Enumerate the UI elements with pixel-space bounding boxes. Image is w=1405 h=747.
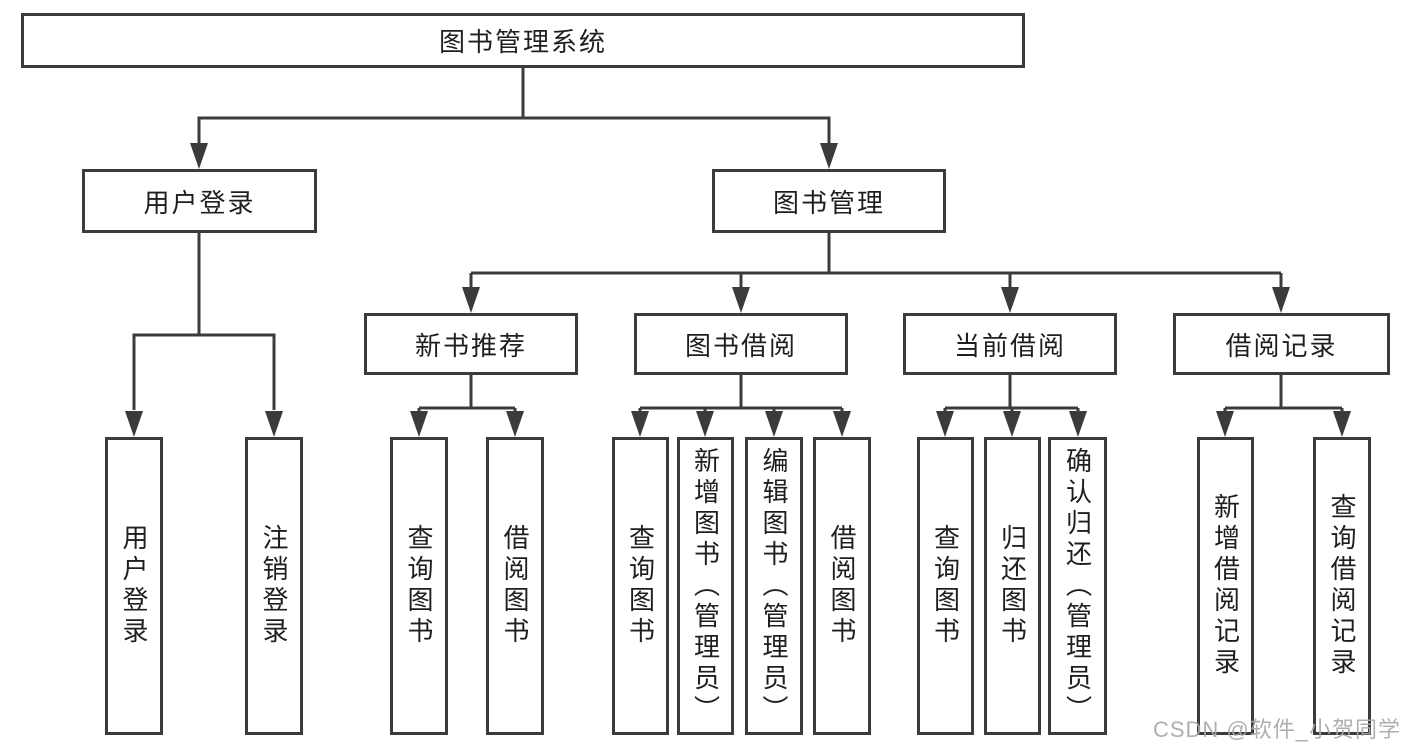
leaf-query-books-current: 查询图书 (917, 437, 974, 735)
arrow-down-icon (1001, 287, 1019, 313)
connector-user-login (132, 233, 276, 410)
arrow-down-icon (1069, 411, 1087, 437)
node-root-system: 图书管理系统 (21, 13, 1025, 68)
connector-book-management (469, 233, 1283, 289)
arrow-down-icon (1003, 411, 1021, 437)
leaf-return-books: 归还图书 (984, 437, 1041, 735)
arrow-down-icon (410, 411, 428, 437)
connector-lines (132, 67, 1344, 413)
leaf-add-borrow-record: 新增借阅记录 (1197, 437, 1254, 735)
leaf-query-borrow-record: 查询借阅记录 (1313, 437, 1371, 735)
connector-current-borrow (943, 375, 1080, 413)
arrow-down-icon (820, 143, 838, 169)
leaf-borrow-books: 借阅图书 (813, 437, 871, 735)
leaf-borrow-books-recommend: 借阅图书 (486, 437, 544, 735)
arrowhead-icons (125, 143, 1351, 437)
arrow-down-icon (936, 411, 954, 437)
leaf-edit-books-admin: 编辑图书（管理员） (745, 437, 803, 735)
arrow-down-icon (265, 411, 283, 437)
arrow-down-icon (506, 411, 524, 437)
leaf-query-books: 查询图书 (612, 437, 669, 735)
arrow-down-icon (190, 143, 208, 169)
node-new-book-recommend: 新书推荐 (364, 313, 578, 375)
leaf-add-books-admin: 新增图书（管理员） (677, 437, 734, 735)
arrow-down-icon (1333, 411, 1351, 437)
leaf-query-books-recommend: 查询图书 (390, 437, 448, 735)
arrow-down-icon (462, 287, 480, 313)
arrow-down-icon (765, 411, 783, 437)
watermark-text: CSDN @软件_小贺同学 (1152, 717, 1401, 742)
arrow-down-icon (1216, 411, 1234, 437)
arrow-down-icon (1272, 287, 1290, 313)
leaf-user-login: 用户登录 (105, 437, 163, 735)
connector-root (197, 67, 831, 147)
arrow-down-icon (631, 411, 649, 437)
arrow-down-icon (125, 411, 143, 437)
connector-new-book (417, 375, 517, 413)
connector-borrow-records (1223, 375, 1344, 413)
node-book-borrow: 图书借阅 (634, 313, 848, 375)
node-borrow-records: 借阅记录 (1173, 313, 1390, 375)
arrow-down-icon (833, 411, 851, 437)
node-user-login: 用户登录 (82, 169, 317, 233)
node-book-management: 图书管理 (712, 169, 946, 233)
connector-book-borrow (638, 375, 844, 413)
arrow-down-icon (732, 287, 750, 313)
arrow-down-icon (696, 411, 714, 437)
node-current-borrow: 当前借阅 (903, 313, 1117, 375)
leaf-confirm-return-admin: 确认归还（管理员） (1048, 437, 1107, 735)
leaf-logout: 注销登录 (245, 437, 303, 735)
